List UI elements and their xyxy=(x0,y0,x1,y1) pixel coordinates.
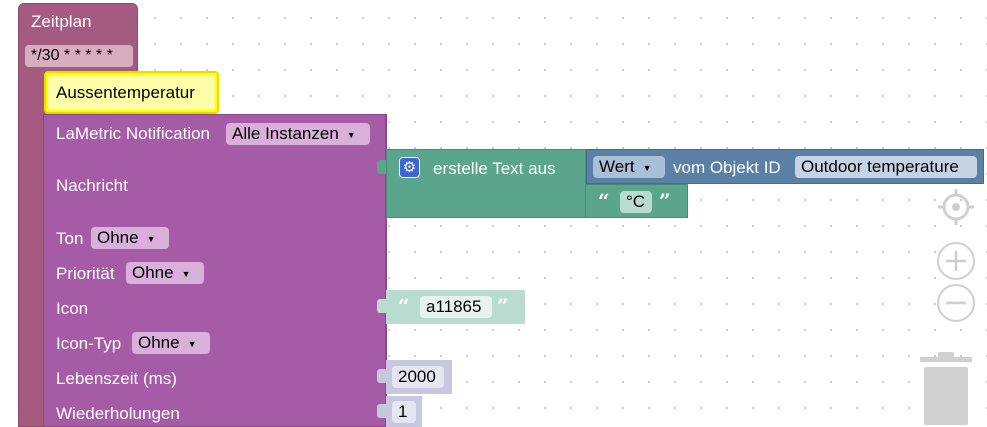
icon-type-dropdown[interactable]: Ohne ▼ xyxy=(132,332,210,354)
comment-label: Aussentemperatur xyxy=(56,83,195,102)
chevron-down-icon: ▼ xyxy=(181,268,191,279)
chevron-down-icon: ▼ xyxy=(187,338,197,349)
open-quote-icon: “ xyxy=(398,294,410,318)
value-mode: Wert xyxy=(599,157,635,176)
value-middle-label: vom Objekt ID xyxy=(673,158,781,177)
instance-dropdown[interactable]: Alle Instanzen ▼ xyxy=(226,123,370,145)
priority-value: Ohne xyxy=(132,263,174,282)
object-id-field[interactable]: Outdoor temperature xyxy=(795,156,977,178)
message-label: Nachricht xyxy=(56,176,128,195)
cron-field[interactable]: */30 * * * * * xyxy=(25,45,133,67)
lifetime-number-block[interactable]: 2000 xyxy=(386,360,452,394)
lifetime-number-field[interactable]: 2000 xyxy=(392,366,444,388)
open-quote-icon: “ xyxy=(598,189,610,213)
chevron-down-icon: ▼ xyxy=(146,233,156,244)
plus-icon[interactable] xyxy=(936,241,976,281)
priority-dropdown[interactable]: Ohne ▼ xyxy=(126,262,204,284)
lifetime-connector xyxy=(377,369,387,383)
unit-text-block[interactable]: “ °C ” xyxy=(586,186,688,218)
text-join-label: erstelle Text aus xyxy=(433,159,556,178)
close-quote-icon: ” xyxy=(497,294,509,318)
sound-label: Ton xyxy=(56,229,84,248)
repeat-number-block[interactable]: 1 xyxy=(386,396,422,427)
chevron-down-icon: ▼ xyxy=(346,129,356,140)
close-quote-icon: ” xyxy=(659,189,671,213)
repeat-number-field[interactable]: 1 xyxy=(392,401,416,423)
priority-label: Priorität xyxy=(56,264,115,283)
lifetime-label: Lebenszeit (ms) xyxy=(56,369,177,388)
icon-text-connector xyxy=(377,299,387,313)
sound-dropdown[interactable]: Ohne ▼ xyxy=(91,227,169,249)
lametric-notification-block[interactable]: LaMetric Notification Alle Instanzen ▼ Na… xyxy=(43,114,387,427)
value-block[interactable]: Wert ▼ vom Objekt ID Outdoor temperature xyxy=(586,149,984,184)
unit-text-field[interactable]: °C xyxy=(620,191,652,213)
schedule-title: Zeitplan xyxy=(31,12,92,31)
icon-type-value: Ohne xyxy=(138,333,180,352)
repeat-label: Wiederholungen xyxy=(56,404,180,423)
gear-icon[interactable]: ⚙ xyxy=(399,157,420,178)
value-mode-dropdown[interactable]: Wert ▼ xyxy=(593,156,665,178)
icon-label: Icon xyxy=(56,299,89,318)
text-join-block[interactable]: ⚙ erstelle Text aus xyxy=(386,149,586,218)
chevron-down-icon: ▼ xyxy=(642,162,652,173)
lametric-title: LaMetric Notification xyxy=(56,124,211,143)
icon-text-field[interactable]: a11865 xyxy=(420,296,492,318)
trash-icon[interactable] xyxy=(918,351,974,427)
sound-value: Ohne xyxy=(97,228,139,247)
icon-text-block[interactable]: “ a11865 ” xyxy=(386,290,525,324)
icon-type-label: Icon-Typ xyxy=(56,334,122,353)
repeat-connector xyxy=(377,404,387,418)
comment-inner: Aussentemperatur xyxy=(48,75,215,110)
text-join-connector xyxy=(377,160,387,174)
minus-icon[interactable] xyxy=(936,283,976,323)
target-icon[interactable] xyxy=(938,189,974,225)
instance-value: Alle Instanzen xyxy=(232,124,339,143)
